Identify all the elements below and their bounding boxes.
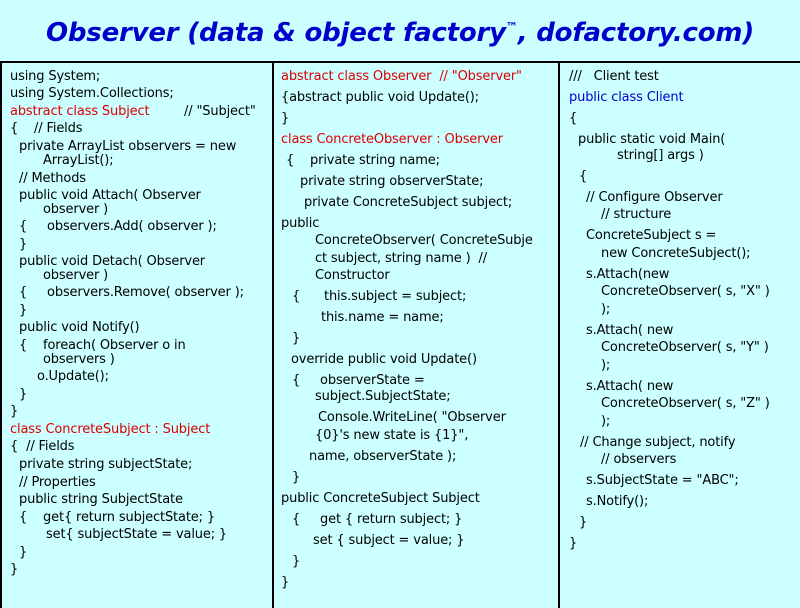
code-line: this.name = name; [321,310,444,325]
code-line: {abstract public void Update(); [281,90,479,105]
code-line: private ArrayList observers = new [19,139,237,154]
code-line: ); [601,358,611,373]
code-line: subject.SubjectState; [315,389,451,404]
code-line: observer ) [43,268,109,283]
code-line: { observers.Remove( observer ); [19,285,244,300]
code-line: public void Detach( Observer [19,254,205,269]
code-line: } [569,536,578,551]
code-line: observers ) [43,352,115,367]
code-line: public class Client [569,90,684,105]
code-line: // observers [601,452,677,467]
title-rest: , dofactory.com) [517,18,755,48]
code-line: s.Attach(new [586,267,670,282]
code-line: // Properties [19,475,96,490]
code-line: name, observerState ); [309,449,457,464]
code-line: { [579,169,588,184]
code-line: ArrayList(); [43,153,114,168]
code-line: o.Update(); [37,369,109,384]
code-line: override public void Update() [291,352,477,367]
code-line: { observerState = [292,373,425,388]
code-line: } [579,515,588,530]
code-line: ConcreteObserver( s, "Y" ) [601,340,769,355]
code-line: { [569,111,578,126]
code-line: {0}'s new state is {1}", [315,428,469,443]
code-line: // Configure Observer [586,190,723,205]
code-line: { get{ return subjectState; } [19,510,215,525]
code-line: } [292,554,301,569]
code-line: abstract class Observer // "Observer" [281,69,522,84]
code-table: using System; using System.Collections; ab… [0,61,800,608]
code-line: } [10,562,19,577]
slide-title: Observer (data & object factory™, dofact… [0,18,800,48]
code-line: public string SubjectState [19,492,183,507]
code-line: } [292,470,301,485]
title-main: Observer (data & object factory [45,18,506,48]
code-line: private string observerState; [300,174,484,189]
code-line: { this.subject = subject; [292,289,467,304]
code-line: } [19,303,28,318]
code-line: s.SubjectState = "ABC"; [586,473,739,488]
code-line: { // Fields [10,121,83,136]
code-line: public void Notify() [19,320,140,335]
code-line: /// Client test [569,69,659,84]
code-line: ); [601,302,611,317]
code-line: ConcreteSubject s = [586,228,717,243]
code-line: } [281,575,290,590]
code-line: ConcreteObserver( s, "Z" ) [601,396,770,411]
code-line: observer ) [43,202,109,217]
code-line: { // Fields [10,439,75,454]
code-line: class ConcreteSubject : Subject [10,422,211,437]
code-line: Console.WriteLine( "Observer [318,410,506,425]
code-line: { private string name; [286,153,440,168]
code-line: } [281,111,290,126]
code-line: { get { return subject; } [292,512,463,527]
code-line: // Methods [19,171,86,186]
code-line: } [19,237,28,252]
code-line: } [10,404,19,419]
code-line: using System.Collections; [10,86,174,101]
trademark-symbol: ™ [505,20,518,34]
code-line: set { subject = value; } [313,533,465,548]
code-line: } [19,387,28,402]
code-line: // structure [601,207,672,222]
code-line: ConcreteObserver( ConcreteSubje [315,233,533,248]
code-line: s.Attach( new [586,323,674,338]
code-line: // Change subject, notify [580,435,736,450]
code-line: public ConcreteSubject Subject [281,491,480,506]
code-line: s.Notify(); [586,494,649,509]
code-line: new ConcreteSubject(); [601,246,751,261]
code-line: } [292,331,301,346]
code-line: { observers.Add( observer ); [19,219,217,234]
code-line: public static void Main( [578,132,726,147]
code-line: Constructor [315,268,390,283]
code-line: ct subject, string name ) // [315,251,487,266]
code-line: using System; [10,69,101,84]
code-line: class ConcreteObserver : Observer [281,132,503,147]
code-line: abstract class Subject [10,104,150,119]
code-line: string[] args ) [617,148,704,163]
code-line: public void Attach( Observer [19,188,201,203]
code-line: ConcreteObserver( s, "X" ) [601,284,770,299]
code-line: } [19,545,28,560]
code-column-subject: using System; using System.Collections; ab… [2,63,274,608]
code-column-observer: abstract class Observer // "Observer" {ab… [274,63,560,608]
code-line: s.Attach( new [586,379,674,394]
code-line: { foreach( Observer o in [19,338,186,353]
code-line: private string subjectState; [19,457,193,472]
code-line: // "Subject" [184,104,256,119]
code-line: public [281,216,320,231]
code-line: set{ subjectState = value; } [46,527,228,542]
code-line: ); [601,414,611,429]
code-line: private ConcreteSubject subject; [304,195,513,210]
